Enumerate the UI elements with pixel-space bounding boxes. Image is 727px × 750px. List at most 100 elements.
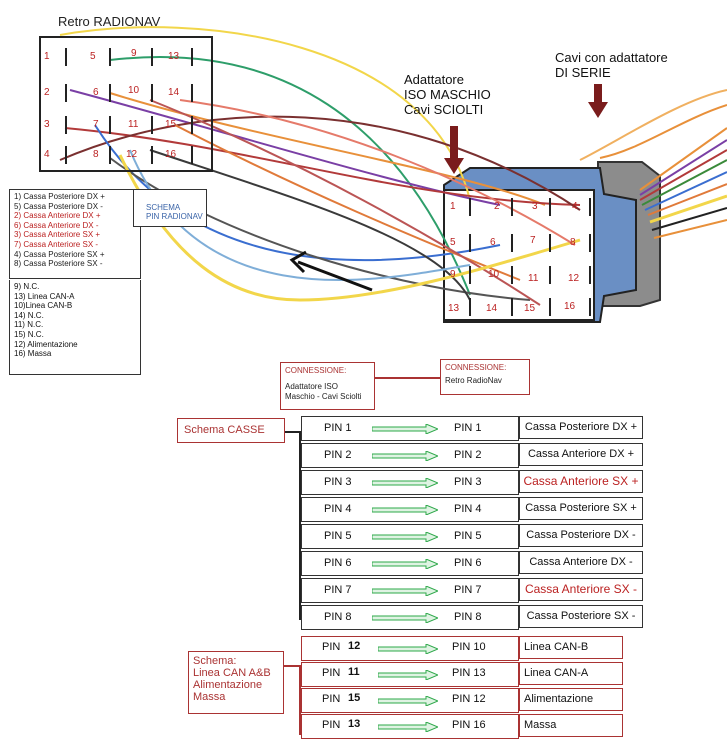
radionav-pin-number: 16	[165, 149, 177, 160]
retro-pin-label: PIN 4	[454, 503, 482, 515]
schema-pin-box	[133, 189, 207, 227]
radionav-pin-number: 1	[44, 51, 50, 62]
schema-can-line: Linea CAN A&B	[193, 667, 271, 679]
casse-row: PIN 7 PIN 7	[301, 578, 519, 603]
schema-pin-tag-line: SCHEMA	[146, 203, 181, 212]
iso-pin-label: PIN 4	[324, 503, 352, 515]
iso-pin-label: PIN 2	[324, 449, 352, 461]
legend-line: 9) N.C.	[14, 282, 40, 291]
casse-row: PIN 3 PIN 3	[301, 470, 519, 495]
retro-pin-label: PIN 3	[454, 476, 482, 488]
retro-radionav-title: Retro RADIONAV	[58, 14, 161, 29]
iso-pin-number: 16	[564, 301, 576, 312]
connection-line: Adattatore ISO	[285, 382, 338, 391]
radionav-pin-number: 5	[90, 51, 96, 62]
casse-row: PIN 2 PIN 2	[301, 443, 519, 468]
iso-pin-label: PIN 7	[324, 584, 352, 596]
iso-pin-number: 11	[528, 273, 539, 284]
connection-retro-box: CONNESSIONE: Retro RadioNav	[440, 359, 530, 395]
can-desc: Alimentazione	[519, 688, 623, 711]
can-desc: Linea CAN-B	[519, 636, 623, 659]
retro-pin-label: PIN 1	[454, 422, 482, 434]
connection-iso-box: CONNESSIONE: Adattatore ISO Maschio - Ca…	[280, 362, 375, 410]
iso-pin-label: PIN 5	[324, 530, 352, 542]
iso-pin-number: 13	[448, 303, 460, 314]
schema-can-line: Schema:	[193, 655, 237, 667]
legend-line: 12) Alimentazione	[14, 339, 78, 349]
adapter-title-line: Adattatore	[404, 72, 464, 87]
legend-line: 5) Cassa Posteriore DX -	[14, 201, 103, 211]
green-arrow-icon	[378, 670, 438, 680]
iso-pin-label: PIN 6	[324, 557, 352, 569]
adapter-title-line: ISO MASCHIO	[404, 87, 491, 102]
retro-pin-label: PIN 2	[454, 449, 482, 461]
casse-row: PIN 6 PIN 6	[301, 551, 519, 576]
retro-pin-label: PIN 8	[454, 611, 482, 623]
green-arrow-icon	[372, 451, 438, 461]
radionav-pin-number: 2	[44, 87, 50, 98]
casse-desc: Cassa Posteriore DX +	[519, 416, 643, 439]
retro-pin-label: PIN 13	[452, 667, 486, 679]
green-arrow-icon	[372, 559, 438, 569]
connection-line: Maschio - Cavi Sciolti	[285, 392, 362, 401]
adapter-title: Adattatore ISO MASCHIO Cavi SCIOLTI	[404, 72, 491, 117]
casse-desc: Cassa Posteriore SX +	[519, 497, 643, 520]
connection-head: CONNESSIONE:	[285, 366, 347, 375]
radionav-pin-number: 11	[128, 119, 139, 130]
connection-line: Retro RadioNav	[445, 376, 502, 385]
green-arrow-icon	[372, 424, 438, 434]
retro-pin-label: PIN 5	[454, 530, 482, 542]
radionav-connector	[39, 36, 213, 172]
series-title: Cavi con adattatore DI SERIE	[555, 50, 668, 80]
iso-pin-number: 1	[450, 201, 456, 212]
legend-line: 13) Linea CAN-A	[14, 291, 75, 301]
serie-down-arrow-icon	[588, 84, 608, 118]
legend-line: 7) Cassa Anteriore SX -	[14, 239, 99, 249]
direction-arrow-icon	[289, 250, 373, 292]
green-arrow-icon	[372, 478, 438, 488]
casse-desc: Cassa Anteriore SX +	[519, 470, 643, 493]
schema-can-label: Schema: Linea CAN A&B Alimentazione Mass…	[188, 651, 284, 714]
green-arrow-icon	[372, 586, 438, 596]
can-desc: Massa	[519, 714, 623, 737]
iso-pin-number: 15	[524, 303, 536, 314]
iso-pin-label: PIN 8	[324, 611, 352, 623]
legend-line: 11) N.C.	[14, 320, 44, 330]
schema-pin-tag: SCHEMA PIN RADIONAV	[146, 203, 203, 221]
casse-row: PIN 4 PIN 4	[301, 497, 519, 522]
iso-pin-number: 10	[488, 269, 500, 280]
can-row: PIN 15 PIN 12	[301, 688, 519, 713]
adapter-title-line: Cavi SCIOLTI	[404, 102, 484, 117]
legend-line: 4) Cassa Posteriore SX +	[14, 249, 105, 259]
legend-line: 8) Cassa Posteriore SX -	[14, 259, 103, 269]
legend-line: 15) N.C.	[14, 329, 44, 339]
legend-line: 16) Massa	[14, 349, 52, 359]
radionav-pin-number: 6	[93, 87, 99, 98]
radionav-pin-number: 12	[126, 149, 138, 160]
radionav-pin-number: 9	[131, 48, 137, 59]
iso-pin-number: 3	[532, 201, 538, 212]
radionav-pin-number: 8	[93, 149, 99, 160]
radionav-pin-number: 15	[165, 119, 177, 130]
iso-pin-number: 7	[530, 235, 536, 246]
casse-desc: Cassa Posteriore DX -	[519, 524, 643, 547]
iso-pin-number: 12	[348, 640, 361, 652]
legend-other-pins: 9) N.C. 13) Linea CAN-A 10)Linea CAN-B 1…	[9, 280, 141, 375]
radionav-pin-number: 10	[128, 85, 140, 96]
series-title-line: Cavi con adattatore	[555, 50, 668, 65]
retro-pin-label: PIN 6	[454, 557, 482, 569]
schema-can-line: Massa	[193, 691, 226, 703]
iso-pin-number: 15	[348, 692, 361, 704]
legend-line: 2) Cassa Anteriore DX +	[14, 211, 101, 221]
schema-can-line: Alimentazione	[193, 679, 263, 691]
casse-desc: Cassa Anteriore DX +	[519, 443, 643, 466]
adapter-down-arrow-icon	[444, 126, 464, 174]
casse-desc: Cassa Anteriore DX -	[519, 551, 643, 574]
casse-row: PIN 5 PIN 5	[301, 524, 519, 549]
iso-pin-number: 9	[450, 269, 456, 280]
retro-pin-label: PIN 12	[452, 693, 486, 705]
casse-row: PIN 8 PIN 8	[301, 605, 519, 630]
schema-casse-label: Schema CASSE	[177, 418, 285, 443]
iso-pin-label: PIN	[322, 693, 341, 705]
